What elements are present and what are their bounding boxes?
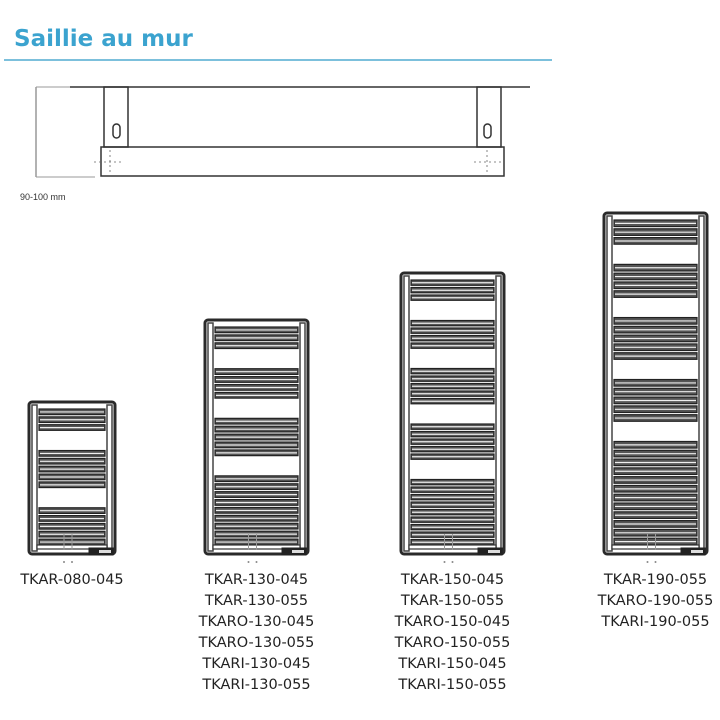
wall-projection-diagram xyxy=(35,86,530,178)
model-label: TKARO-130-045 xyxy=(198,614,315,630)
model-label-list-080: TKAR-080-045 xyxy=(0,570,152,591)
model-label: TKARO-150-055 xyxy=(394,635,511,651)
radiator-drawing-190 xyxy=(602,211,709,563)
model-label: TKAR-150-055 xyxy=(400,593,505,609)
radiator-drawing-150 xyxy=(399,271,506,563)
model-label: TKARI-190-055 xyxy=(601,614,710,630)
model-label: TKAR-130-045 xyxy=(204,572,309,588)
title-divider xyxy=(4,59,552,61)
model-label: TKAR-150-045 xyxy=(400,572,505,588)
radiator-drawing-130 xyxy=(203,318,310,563)
radiator-drawing-080 xyxy=(27,400,117,563)
model-label: TKAR-130-055 xyxy=(204,593,309,609)
model-label: TKARO-130-055 xyxy=(198,635,315,651)
projection-dimension-label: 90-100 mm xyxy=(20,192,66,202)
model-label: TKARO-150-045 xyxy=(394,614,511,630)
section-title: Saillie au mur xyxy=(14,26,193,52)
model-label: TKARI-150-055 xyxy=(398,677,507,693)
model-label: TKARO-190-055 xyxy=(597,593,714,609)
model-label: TKARI-150-045 xyxy=(398,656,507,672)
model-label: TKAR-080-045 xyxy=(20,572,124,588)
model-label: TKARI-130-055 xyxy=(202,677,311,693)
model-label: TKAR-190-055 xyxy=(603,572,708,588)
model-label: TKARI-130-045 xyxy=(202,656,311,672)
